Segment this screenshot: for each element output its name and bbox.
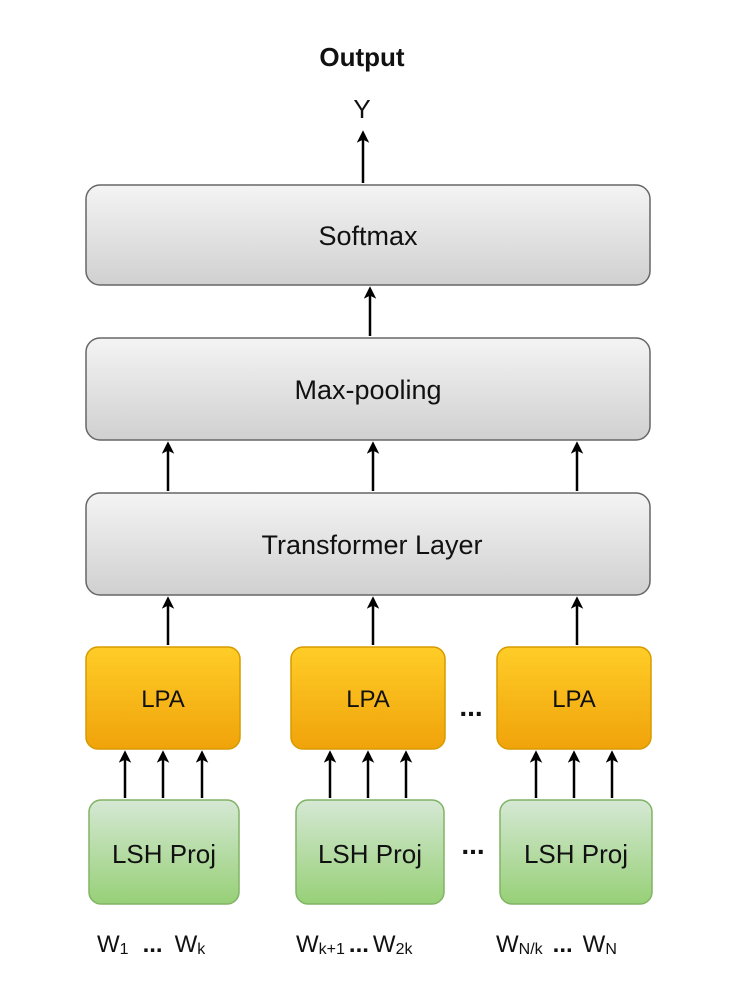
word-1-last-base: W bbox=[175, 931, 198, 958]
output-title: Output bbox=[319, 42, 405, 72]
lsh-label-2: LSH Proj bbox=[318, 839, 422, 869]
softmax-label: Softmax bbox=[318, 221, 418, 251]
word-1-first-sub: 1 bbox=[120, 941, 129, 958]
word-group-2: Wk+1...W2k bbox=[296, 931, 413, 958]
word-3-last-sub: N bbox=[605, 941, 617, 958]
lsh-box-2 bbox=[295, 799, 445, 905]
lpa-label-2: LPA bbox=[346, 686, 390, 713]
transformer-label: Transformer Layer bbox=[261, 530, 482, 560]
word-group-3: WN/k...WN bbox=[496, 931, 617, 958]
lpa-label-3: LPA bbox=[552, 686, 596, 713]
lsh-box-1 bbox=[88, 799, 240, 905]
lsh-label-1: LSH Proj bbox=[112, 839, 216, 869]
lsh-box-3 bbox=[499, 799, 653, 905]
lsh-label-3: LSH Proj bbox=[524, 839, 628, 869]
lpa-box-1 bbox=[85, 646, 241, 750]
word-2-last-base: W bbox=[373, 931, 396, 958]
word-3-sep: ... bbox=[553, 931, 573, 958]
lpa-ellipsis: ... bbox=[459, 691, 482, 722]
output-symbol: Y bbox=[353, 94, 370, 124]
word-1-sep: ... bbox=[143, 931, 163, 958]
word-2-first-sub: k+1 bbox=[319, 941, 345, 958]
lsh-ellipsis: ... bbox=[461, 829, 484, 860]
word-1-last-sub: k bbox=[197, 941, 206, 958]
lpa-box-3 bbox=[496, 646, 652, 750]
word-3-first-sub: N/k bbox=[519, 941, 544, 958]
word-group-1: W1...Wk bbox=[97, 931, 206, 958]
word-2-sep: ... bbox=[349, 931, 369, 958]
maxpool-label: Max-pooling bbox=[294, 375, 441, 405]
lpa-label-1: LPA bbox=[141, 686, 185, 713]
word-3-first-base: W bbox=[496, 931, 519, 958]
softmax-box bbox=[85, 184, 651, 286]
arrows bbox=[118, 130, 619, 798]
maxpool-box bbox=[85, 337, 651, 441]
word-1-first-base: W bbox=[97, 931, 120, 958]
transformer-box bbox=[85, 492, 651, 596]
word-2-last-sub: 2k bbox=[396, 941, 414, 958]
word-2-first-base: W bbox=[296, 931, 319, 958]
lpa-box-2 bbox=[290, 646, 446, 750]
word-3-last-base: W bbox=[583, 931, 606, 958]
